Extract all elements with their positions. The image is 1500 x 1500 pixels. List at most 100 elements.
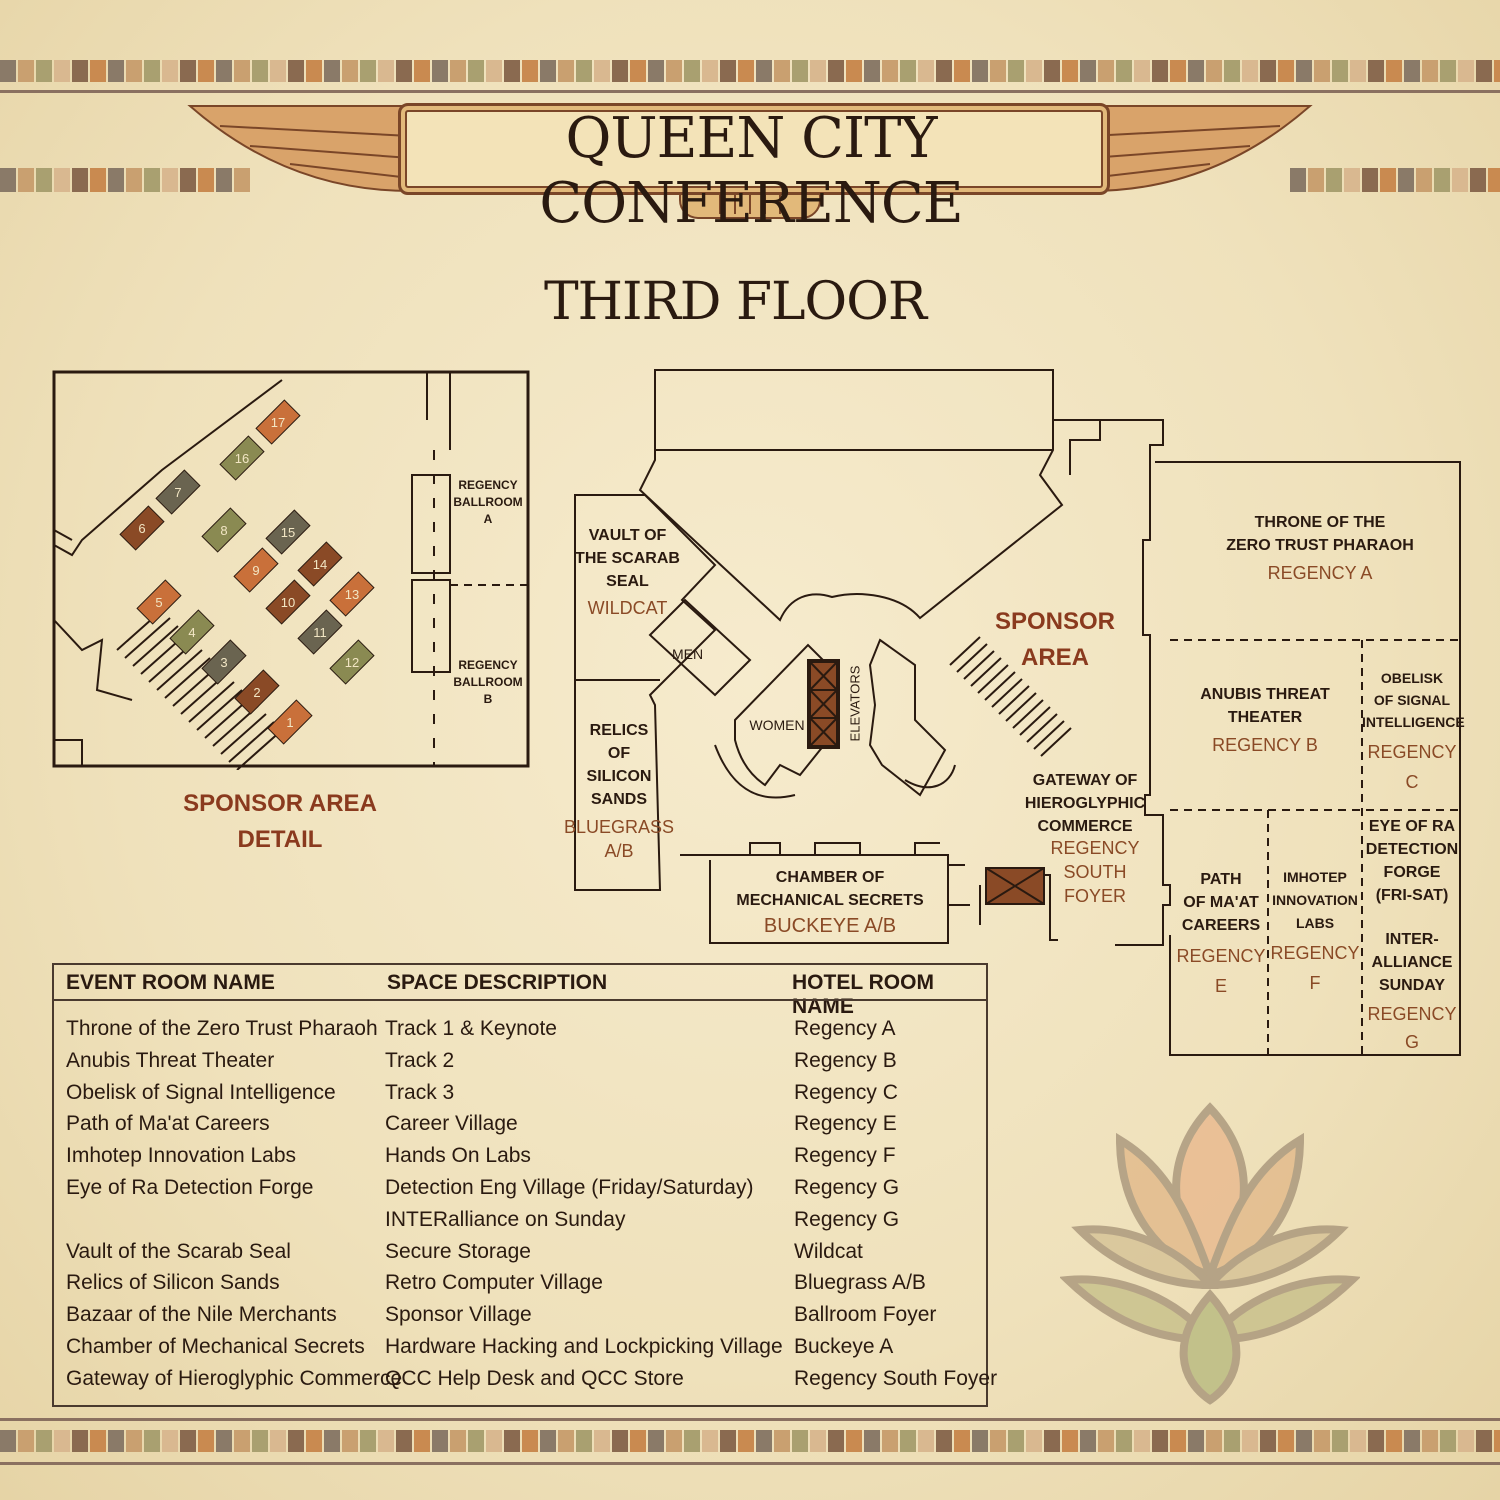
border-tile (1188, 1430, 1204, 1452)
label-vault: VAULT OF THE SCARAB SEAL (575, 527, 680, 590)
room-regency-e: REGENCY E (1176, 946, 1266, 996)
title-plate (398, 103, 1110, 195)
border-tile (792, 60, 808, 82)
sponsor-booth-14: 14 (297, 541, 343, 587)
sponsor-booth-10: 10 (265, 579, 311, 625)
border-tile (756, 60, 772, 82)
border-tile (198, 60, 214, 82)
booth-number: 17 (271, 415, 285, 430)
border-tile (180, 60, 196, 82)
border-tile (234, 60, 250, 82)
sponsor-booth-11: 11 (297, 609, 343, 655)
stair-step (949, 636, 981, 666)
border-tile (1242, 1430, 1258, 1452)
border-tile (1242, 60, 1258, 82)
legend-hotel-cell: Regency G (794, 1207, 900, 1231)
border-tile (666, 1430, 682, 1452)
border-tile (1152, 60, 1168, 82)
border-tile (216, 1430, 232, 1452)
floor-plan (574, 369, 1461, 1056)
booth-number: 3 (220, 655, 227, 670)
border-tile (126, 1430, 142, 1452)
border-tile (324, 60, 340, 82)
border-tile (1170, 60, 1186, 82)
border-tile (1296, 60, 1312, 82)
border-tile (234, 168, 250, 192)
stair-step (970, 657, 1002, 687)
border-tile (648, 1430, 664, 1452)
legend-event-cell: Path of Ma'at Careers (66, 1112, 270, 1136)
border-tile (288, 60, 304, 82)
border-tile (504, 60, 520, 82)
border-tile (846, 1430, 862, 1452)
legend-header-rule (54, 999, 986, 1001)
stair-step (998, 685, 1030, 715)
legend-event-cell: Imhotep Innovation Labs (66, 1144, 296, 1168)
border-tile (1476, 60, 1492, 82)
border-tile (774, 1430, 790, 1452)
border-tile (792, 1430, 808, 1452)
border-tile (1350, 60, 1366, 82)
label-anubis: ANUBIS THREAT THEATER (1200, 686, 1330, 726)
border-tile (1308, 168, 1324, 192)
legend-event-cell: Gateway of Hieroglyphic Commerce (66, 1366, 403, 1390)
legend-hotel-cell: Regency E (794, 1112, 897, 1136)
border-tile (0, 1430, 16, 1452)
border-tile (306, 1430, 322, 1452)
room-buckeye: BUCKEYE A/B (763, 915, 897, 937)
border-tile (738, 60, 754, 82)
border-tile (972, 1430, 988, 1452)
border-tile (1362, 168, 1378, 192)
right-side-band (1290, 168, 1500, 192)
border-tile (1470, 168, 1486, 192)
border-tile (0, 168, 16, 192)
border-tile (144, 60, 160, 82)
border-tile (1080, 60, 1096, 82)
stair-step (991, 678, 1023, 708)
border-tile (1386, 1430, 1402, 1452)
stair-step (188, 681, 235, 723)
legend-hotel-cell: Wildcat (794, 1239, 863, 1263)
stair-step (956, 643, 988, 673)
border-tile (1044, 60, 1060, 82)
border-tile (828, 1430, 844, 1452)
legend-event-cell: Vault of the Scarab Seal (66, 1239, 291, 1263)
border-tile (720, 60, 736, 82)
border-tile (396, 60, 412, 82)
border-tile (936, 1430, 952, 1452)
border-tile (288, 1430, 304, 1452)
border-tile (666, 60, 682, 82)
stair-step (220, 713, 267, 755)
border-tile (684, 1430, 700, 1452)
sponsor-booth-5: 5 (136, 579, 182, 625)
border-tile (540, 60, 556, 82)
border-tile (1416, 168, 1432, 192)
border-tile (144, 168, 160, 192)
label-eye-of-ra: EYE OF RA DETECTION FORGE (FRI-SAT) (1365, 818, 1459, 904)
border-tile (1260, 1430, 1276, 1452)
booth-number: 15 (281, 525, 295, 540)
legend-space-cell: Hardware Hacking and Lockpicking Village (385, 1334, 783, 1358)
stair-step (228, 721, 275, 763)
sponsor-booth-4: 4 (169, 609, 215, 655)
border-tile (1326, 168, 1342, 192)
booth-number: 8 (220, 523, 227, 538)
border-tile (378, 60, 394, 82)
border-tile (450, 60, 466, 82)
legend-event-cell: Obelisk of Signal Intelligence (66, 1080, 336, 1104)
legend-hotel-cell: Ballroom Foyer (794, 1303, 937, 1327)
border-tile (360, 60, 376, 82)
border-tile (1008, 60, 1024, 82)
booth-number: 13 (345, 587, 359, 602)
bottom-border-band (0, 1430, 1500, 1452)
border-tile (684, 60, 700, 82)
inset-label-ballroom-a: REGENCY BALLROOM A (453, 478, 523, 526)
booth-number: 11 (313, 625, 327, 640)
border-tile (882, 1430, 898, 1452)
border-tile (1152, 1430, 1168, 1452)
sponsor-booth-1: 1 (267, 699, 313, 745)
booth-number: 1 (286, 715, 293, 730)
legend-space-cell: INTERalliance on Sunday (385, 1207, 626, 1231)
